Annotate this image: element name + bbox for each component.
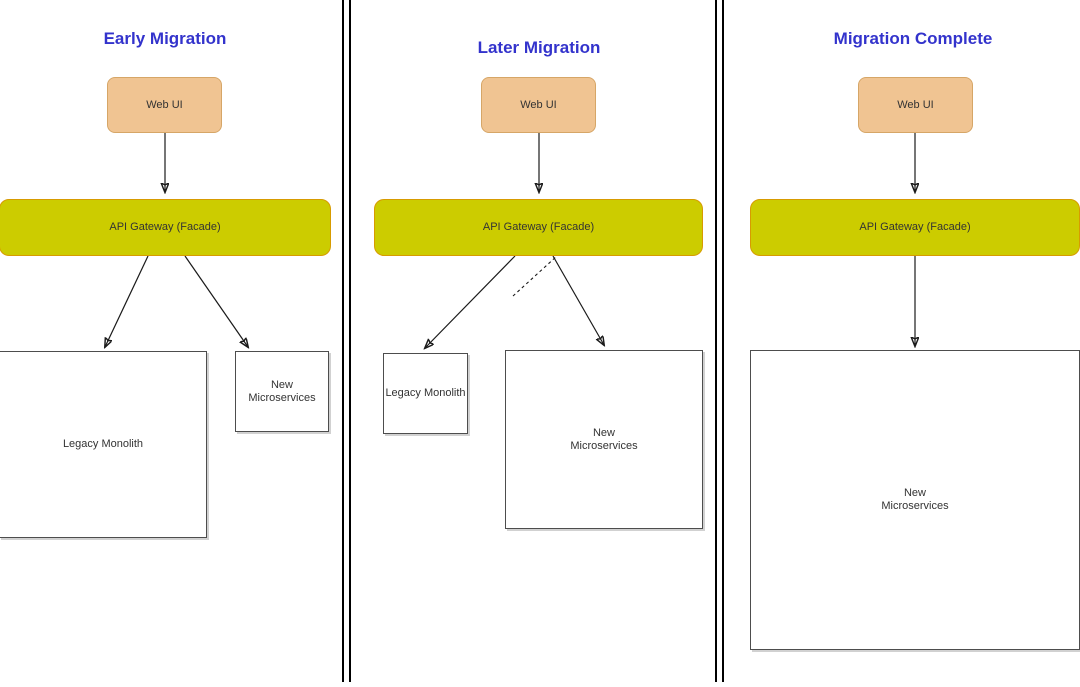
panel-divider-1 xyxy=(342,0,351,682)
node-label-line2: Microservices xyxy=(248,391,316,404)
divider-rule-right xyxy=(349,0,351,682)
node-api-gateway-p1[interactable]: API Gateway (Facade) xyxy=(0,199,331,256)
node-label-line1: New xyxy=(903,487,926,499)
node-label-line2: Microservices xyxy=(570,439,638,452)
node-label: Legacy Monolith xyxy=(62,438,144,450)
node-label: API Gateway (Facade) xyxy=(482,221,595,233)
divider-rule-left xyxy=(342,0,344,682)
node-label: API Gateway (Facade) xyxy=(109,221,221,233)
node-web-ui-p1[interactable]: Web UI xyxy=(107,77,222,133)
node-label: API Gateway (Facade) xyxy=(859,221,971,233)
panel-title-migration-complete: Migration Complete xyxy=(833,29,993,48)
edge-gateway-to-legacy-p1 xyxy=(105,255,149,347)
divider-rule-left xyxy=(715,0,717,682)
divider-rule-right xyxy=(722,0,724,682)
node-new-microservices-p1[interactable]: New Microservices xyxy=(235,351,329,432)
node-label: Web UI xyxy=(146,98,183,111)
node-api-gateway-p2[interactable]: API Gateway (Facade) xyxy=(374,199,703,256)
node-new-microservices-p3[interactable]: New Microservices xyxy=(750,350,1080,650)
panel-divider-2 xyxy=(715,0,724,682)
node-label-line1: New xyxy=(592,426,615,439)
node-label-line2: Microservices xyxy=(881,500,949,512)
node-new-microservices-p2[interactable]: New Microservices xyxy=(505,350,703,529)
edge-gateway-to-microservices-p2 xyxy=(552,255,604,345)
edge-gateway-to-microservices-p1 xyxy=(184,255,248,347)
panel-title-early-migration: Early Migration xyxy=(103,29,227,48)
node-web-ui-p3[interactable]: Web UI xyxy=(858,77,973,133)
node-api-gateway-p3[interactable]: API Gateway (Facade) xyxy=(750,199,1080,256)
panel-title-later-migration: Later Migration xyxy=(477,38,601,57)
node-label: Web UI xyxy=(897,98,934,111)
node-web-ui-p2[interactable]: Web UI xyxy=(481,77,596,133)
edge-gateway-to-legacy-p2 xyxy=(425,255,516,348)
node-label: Web UI xyxy=(520,98,557,111)
node-label: New Microservices xyxy=(248,379,315,405)
node-legacy-monolith-p2[interactable]: Legacy Monolith xyxy=(383,353,468,434)
node-legacy-monolith-p1[interactable]: Legacy Monolith xyxy=(0,351,207,538)
node-label: New Microservices xyxy=(881,487,948,513)
node-label: Legacy Monolith xyxy=(385,387,466,399)
node-label: New Microservices xyxy=(570,427,637,453)
node-label-line1: New xyxy=(270,378,293,391)
